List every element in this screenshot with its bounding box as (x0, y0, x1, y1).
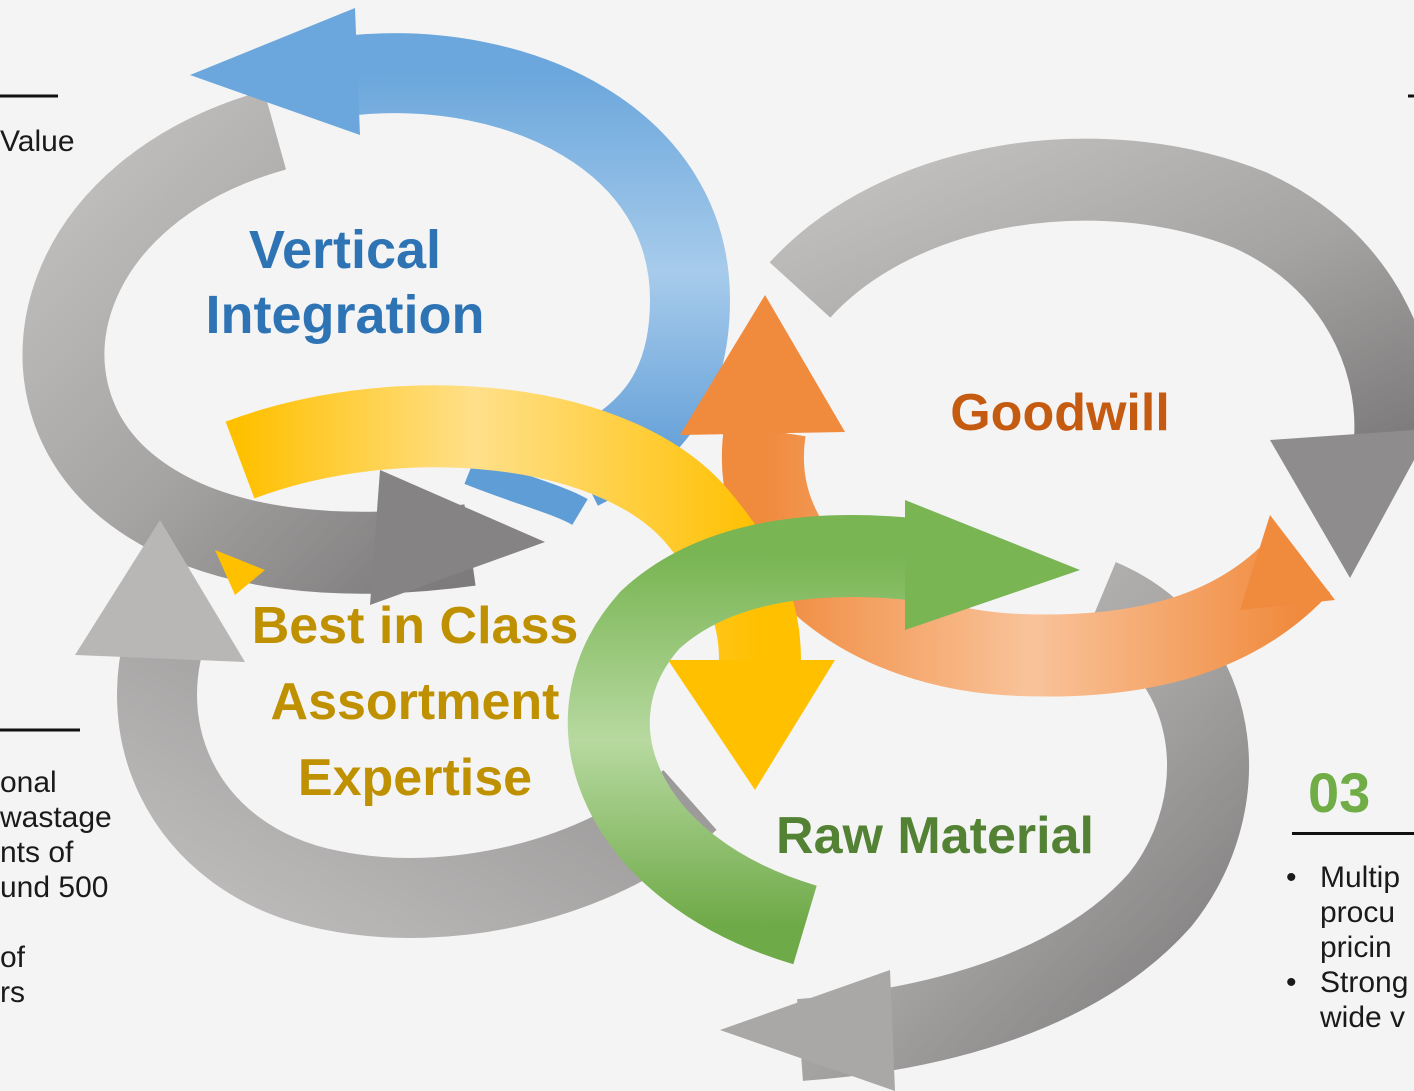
left-line: und 500 (0, 871, 109, 904)
label-line: Assortment (270, 673, 560, 731)
right-bullet-list: Multip procu pricin Strong wide v (1282, 860, 1408, 1035)
section-number: 03 (1308, 761, 1371, 824)
label-goodwill: Goodwill (900, 382, 1220, 444)
bullet-line: procu (1320, 896, 1396, 929)
gray-loop-lower-left (75, 520, 717, 938)
green-arrow (567, 500, 1080, 965)
left-line: of (0, 941, 26, 974)
gray-loop-left (22, 90, 545, 605)
bullet-item: Strong wide v (1282, 965, 1408, 1035)
label-line: Expertise (297, 749, 533, 807)
gray-loop-goodwill (769, 138, 1414, 578)
left-bottom-text: onal wastage nts of und 500 of rs (0, 765, 112, 1010)
label-line: Best in Class (251, 597, 579, 655)
label-line: Integration (205, 284, 485, 345)
left-top-fragment: Value (0, 125, 75, 158)
bullet-line: Strong (1320, 966, 1409, 999)
label-vertical-integration: Vertical Integration (170, 218, 520, 348)
bullet-line: Multip (1320, 861, 1401, 894)
left-line: nts of (0, 836, 74, 869)
label-line: Vertical (248, 220, 442, 280)
label-raw-material: Raw Material (730, 805, 1140, 867)
bullet-line: pricin (1320, 931, 1392, 964)
bullet-item: Multip procu pricin (1282, 860, 1408, 965)
left-line: wastage (0, 801, 112, 834)
label-best-in-class: Best in Class Assortment Expertise (215, 588, 615, 816)
left-line: onal (0, 766, 57, 799)
label-line: Goodwill (950, 384, 1170, 442)
section-rule (1292, 832, 1414, 835)
bullet-line: wide v (1320, 1001, 1406, 1034)
left-line: rs (0, 976, 25, 1009)
label-line: Raw Material (776, 807, 1094, 865)
left-line (0, 905, 112, 940)
